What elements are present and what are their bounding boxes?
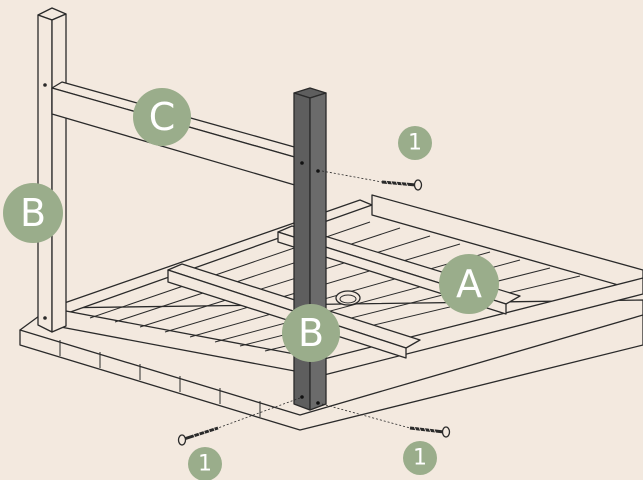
badge-part-c: C: [133, 88, 191, 146]
badge-part-b-post-label: B: [298, 311, 324, 355]
left-leg: [38, 8, 66, 332]
badge-part-c-label: C: [149, 95, 176, 139]
badge-part-b-left: B: [3, 183, 63, 243]
badge-step-bottom-right: 1: [403, 441, 437, 475]
badge-step-top-label: 1: [408, 131, 422, 156]
badge-step-bottom-left-label: 1: [198, 452, 212, 477]
badge-step-top: 1: [398, 126, 432, 160]
badge-part-b-post: B: [282, 304, 340, 362]
badge-part-a: A: [439, 254, 499, 314]
badge-step-bottom-right-label: 1: [413, 446, 427, 471]
badge-part-b-left-label: B: [20, 191, 46, 235]
screw-bottom-left-icon: [179, 426, 219, 445]
badge-part-a-label: A: [456, 262, 482, 306]
screw-bottom-right-icon: [410, 426, 450, 437]
screw-top-icon: [382, 180, 422, 190]
badge-step-bottom-left: 1: [188, 447, 222, 480]
